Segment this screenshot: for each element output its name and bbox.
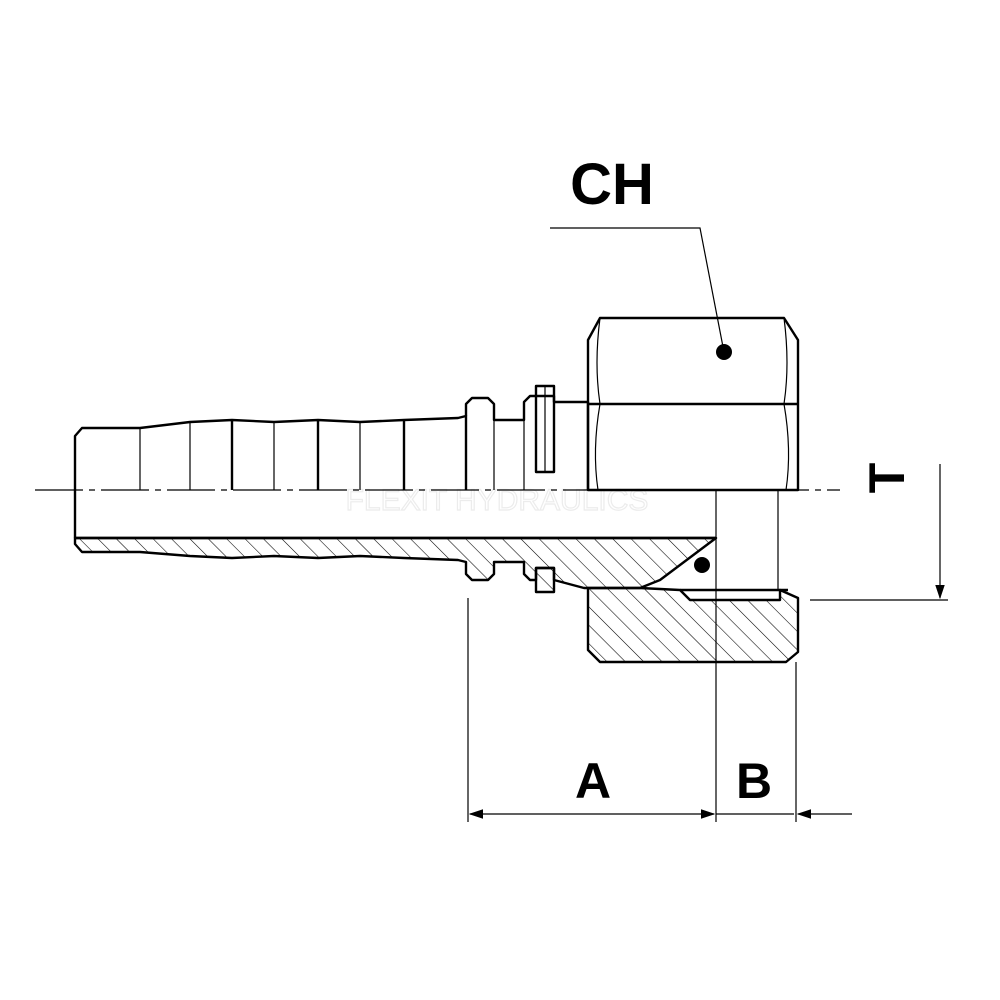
- label-b: B: [736, 753, 772, 809]
- dimension-t: [810, 464, 948, 601]
- o-ring: [694, 557, 710, 573]
- nut-section: [586, 586, 800, 664]
- hose-tail-outer: [73, 414, 468, 490]
- dimension-a-b: [467, 538, 852, 822]
- label-t: T: [859, 463, 915, 494]
- label-a: A: [575, 753, 611, 809]
- ch-leader: [550, 227, 732, 360]
- label-ch: CH: [570, 152, 654, 217]
- tail-section: [73, 536, 718, 594]
- collar-upper: [464, 384, 590, 490]
